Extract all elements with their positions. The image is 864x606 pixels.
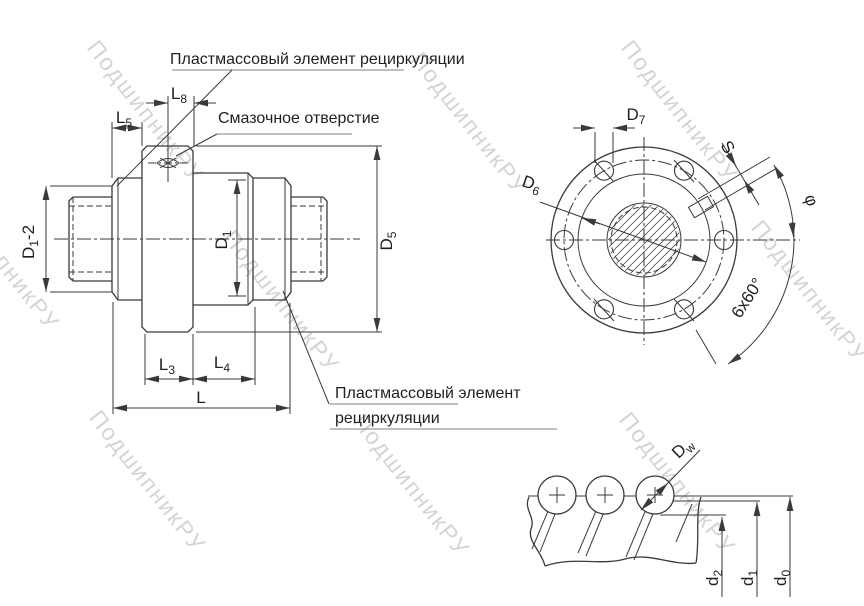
- watermark-text: ПодшипникРУ: [746, 215, 864, 367]
- dim-label-d6: D6: [519, 172, 544, 199]
- dimension-lines: [42, 99, 381, 412]
- nut-body: [193, 172, 254, 306]
- dim-label-l8: L8: [171, 84, 187, 106]
- dim-dw: [640, 449, 701, 511]
- dim-d7: [573, 124, 635, 163]
- watermark-text: ПодшипникРУ: [406, 47, 533, 199]
- dim-label-l4: L4: [214, 353, 230, 375]
- screw-shaft-left: [68, 196, 112, 282]
- dim-label-l3: L3: [159, 355, 175, 377]
- dim-label-l: L: [196, 388, 205, 407]
- recirculation-ring-left: [111, 177, 142, 301]
- dim-label-d1-2: D1-2: [19, 225, 41, 259]
- dim-label-d1: D1: [212, 230, 234, 249]
- ball-thread-detail: Dw d2 d1 d0: [526, 439, 794, 597]
- flange-body: [141, 145, 194, 333]
- dim-label-d1-detail: d1: [738, 570, 760, 586]
- watermark-text: ПодшипникРУ: [348, 409, 475, 561]
- screw-shaft-break: [526, 496, 702, 567]
- watermark-text: ПодшипникРУ: [84, 405, 211, 557]
- annotation-lube-hole: Смазочное отверстие: [218, 110, 380, 127]
- annotation-plastic-element-top: Пластмассовый элемент рециркуляции: [170, 51, 465, 68]
- annotation-plastic-element-bottom-line1: Пластмассовый элемент: [335, 385, 521, 402]
- dim-label-6x60: 6x60°: [728, 275, 768, 322]
- recirculation-ring-right: [253, 177, 292, 301]
- annotation-plastic-element-bottom-line2: рециркуляции: [335, 410, 440, 427]
- dim-label-d2: d2: [703, 570, 725, 586]
- dim-label-d0: d0: [771, 570, 793, 586]
- diameter-arrows: [718, 497, 794, 597]
- screw-shaft-right: [291, 196, 328, 282]
- watermarks: ПодшипникРУ ПодшипникРУ ПодшипникРУ Подш…: [0, 35, 864, 561]
- bolt-holes: [553, 159, 735, 322]
- dim-label-d7: D7: [627, 105, 646, 127]
- dim-label-phi: φ: [800, 192, 821, 208]
- angle-dimension: [695, 164, 796, 365]
- dim-label-l5: L5: [116, 108, 132, 130]
- balls: [537, 475, 675, 515]
- leader-lines: [116, 69, 557, 430]
- lube-hole-symbol: [148, 96, 188, 182]
- section-view: L5 L8 D1-2 D1 D5 L3 L4 L Пластмассовый э…: [19, 51, 557, 430]
- dim-label-d5: D5: [377, 231, 399, 250]
- dim-d6: [539, 201, 707, 263]
